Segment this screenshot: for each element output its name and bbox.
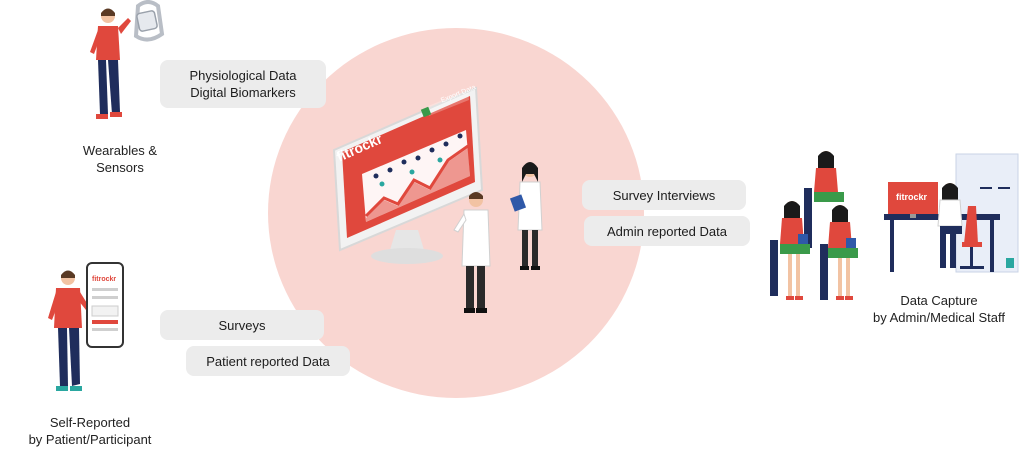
pill-admin-reported-data: Admin reported Data — [584, 216, 750, 246]
phone-survey-icon — [86, 262, 124, 348]
pill-digital-biomarkers: Digital Biomarkers — [190, 85, 296, 100]
waiting-patients-figures — [770, 151, 858, 300]
pill-surveys: Surveys — [160, 310, 324, 340]
doctor-female-figure — [509, 162, 543, 270]
center-circle — [268, 28, 644, 398]
smartwatch-icon — [133, 0, 165, 42]
caption-wearables: Wearables & Sensors — [82, 143, 158, 175]
monitor-illustration — [332, 86, 484, 264]
wearables-person-figure — [90, 8, 131, 119]
caption-self-reported: Self-Reported by Patient/Participant — [28, 415, 152, 447]
pill-physiological-biomarkers: Physiological Data Digital Biomarkers — [160, 60, 326, 108]
admin-desk-scene — [884, 153, 1019, 273]
doctor-male-figure — [453, 192, 491, 313]
pill-physiological-data: Physiological Data — [189, 68, 297, 83]
pill-survey-interviews: Survey Interviews — [582, 180, 746, 210]
caption-data-capture: Data Capture by Admin/Medical Staff — [873, 293, 1005, 325]
phone-brand-label: fitrockr — [92, 276, 117, 283]
self-reported-person-figure — [48, 270, 90, 391]
pill-patient-reported-data: Patient reported Data — [186, 346, 350, 376]
desk-screen-brand-label: fitrockr — [896, 192, 928, 202]
